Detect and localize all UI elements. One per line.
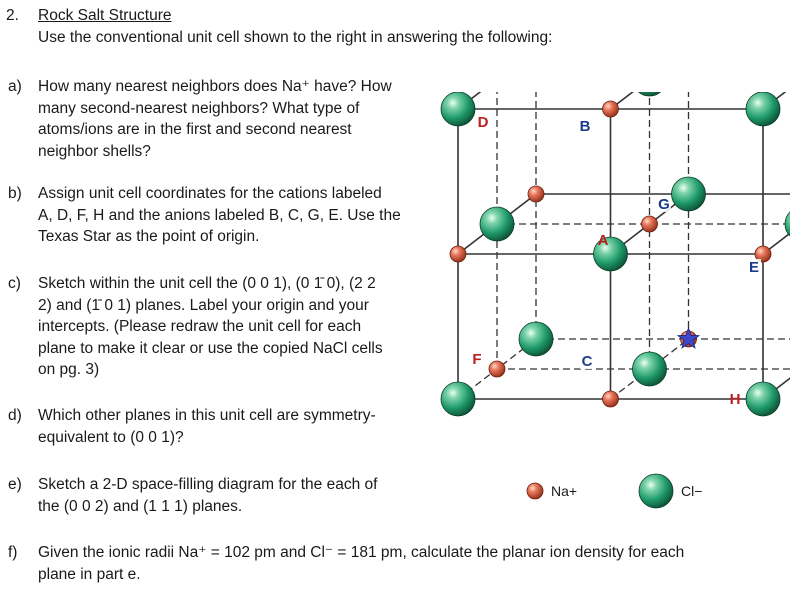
na-ion bbox=[754, 245, 772, 263]
cl-ion bbox=[440, 381, 476, 417]
cl-ion bbox=[784, 211, 790, 237]
part-b-line: A, D, F, H and the anions labeled B, C, … bbox=[38, 206, 401, 224]
na-legend-label: Na+ bbox=[551, 483, 577, 499]
part-b-line: Texas Star as the point of origin. bbox=[38, 228, 260, 245]
nacl-unit-cell-figure: D B G A E F C H Na+ Cl− bbox=[440, 92, 790, 509]
part-c-label: c) bbox=[8, 275, 21, 292]
part-c-line: on pg. 3) bbox=[38, 361, 100, 378]
cell-label-bg bbox=[578, 118, 592, 134]
cell-labels: D B G A E F C H bbox=[472, 114, 761, 408]
part-d-label: d) bbox=[8, 407, 22, 424]
atom-label-d: D bbox=[478, 114, 489, 131]
cl-ion bbox=[632, 351, 667, 387]
part-a-line: neighbor shells? bbox=[38, 142, 151, 160]
part-d-text: Which other planes in this unit cell are… bbox=[38, 405, 416, 448]
part-f-line: plane in part e. bbox=[38, 565, 141, 583]
part-e-text: Sketch a 2-D space-filling diagram for t… bbox=[38, 474, 416, 517]
cl-ion bbox=[440, 92, 476, 127]
cl-legend-label: Cl− bbox=[681, 483, 702, 499]
part-f-line: Given the ionic radii Na⁺ = 102 pm and C… bbox=[38, 544, 685, 561]
atom-label-c: C bbox=[582, 353, 593, 370]
part-e-label: e) bbox=[8, 476, 22, 493]
texas-star-icon bbox=[676, 326, 701, 349]
cell-atoms bbox=[440, 92, 790, 417]
cell-label-bg bbox=[747, 259, 761, 275]
part-d-line: Which other planes in this unit cell are… bbox=[38, 407, 376, 424]
part-e-line: Sketch a 2-D space-filling diagram for t… bbox=[38, 476, 378, 493]
part-c-line: 2) and (1̄ 0 1) planes. Label your origi… bbox=[38, 296, 369, 314]
part-a-label: a) bbox=[8, 78, 22, 95]
cell-label-bg bbox=[657, 196, 671, 212]
na-ion bbox=[602, 100, 619, 118]
atom-label-a: A bbox=[598, 232, 609, 249]
cell-label-bg bbox=[580, 353, 594, 369]
cl-legend-icon bbox=[638, 473, 674, 509]
cell-edge-y bbox=[762, 232, 790, 255]
part-c-line: intercepts. (Please redraw the unit cell… bbox=[38, 318, 362, 335]
part-d-line: equivalent to (0 0 1)? bbox=[38, 428, 184, 446]
problem-number: 2. bbox=[6, 7, 19, 24]
part-b-label: b) bbox=[8, 185, 22, 202]
atom-label-h: H bbox=[730, 391, 741, 408]
problem-intro: Use the conventional unit cell shown to … bbox=[38, 29, 553, 46]
part-f-label: f) bbox=[8, 544, 18, 561]
figure-legend: Na+ Cl− bbox=[526, 473, 702, 509]
part-f-text: Given the ionic radii Na⁺ = 102 pm and C… bbox=[38, 542, 778, 585]
part-a-line: many second-nearest neighbors? What type… bbox=[38, 99, 360, 117]
atom-label-f: F bbox=[472, 351, 481, 368]
na-ion bbox=[641, 215, 658, 233]
atom-label-b: B bbox=[580, 118, 591, 135]
cl-ion bbox=[745, 381, 781, 417]
part-c-line: Sketch within the unit cell the (0 0 1),… bbox=[38, 275, 376, 292]
cell-edge-y bbox=[610, 92, 634, 110]
problem-title: Rock Salt Structure bbox=[38, 7, 172, 24]
part-c-text: Sketch within the unit cell the (0 0 1),… bbox=[38, 273, 416, 381]
part-b-text: Assign unit cell coordinates for the cat… bbox=[38, 183, 416, 248]
cl-ion bbox=[637, 92, 662, 97]
atom-label-g: G bbox=[658, 196, 670, 213]
part-e-line: the (0 0 2) and (1 1 1) planes. bbox=[38, 497, 243, 515]
cl-ion bbox=[671, 176, 706, 212]
cl-ion bbox=[518, 321, 554, 357]
part-c-line: plane to make it clear or use the copied… bbox=[38, 339, 383, 357]
cl-ion bbox=[593, 236, 628, 272]
atom-label-e: E bbox=[749, 259, 759, 276]
na-ion bbox=[449, 245, 467, 263]
part-a-line: atoms/ions are in the first and second n… bbox=[38, 121, 352, 138]
part-b-line: Assign unit cell coordinates for the cat… bbox=[38, 185, 382, 202]
na-ion bbox=[527, 185, 545, 203]
na-legend-icon bbox=[526, 482, 544, 500]
na-ion bbox=[602, 390, 619, 408]
cl-ion bbox=[479, 206, 515, 242]
na-ion bbox=[488, 360, 506, 378]
cl-ion bbox=[745, 92, 781, 127]
part-a-text: How many nearest neighbors does Na⁺ have… bbox=[38, 76, 416, 162]
part-a-line: How many nearest neighbors does Na⁺ have… bbox=[38, 78, 392, 95]
